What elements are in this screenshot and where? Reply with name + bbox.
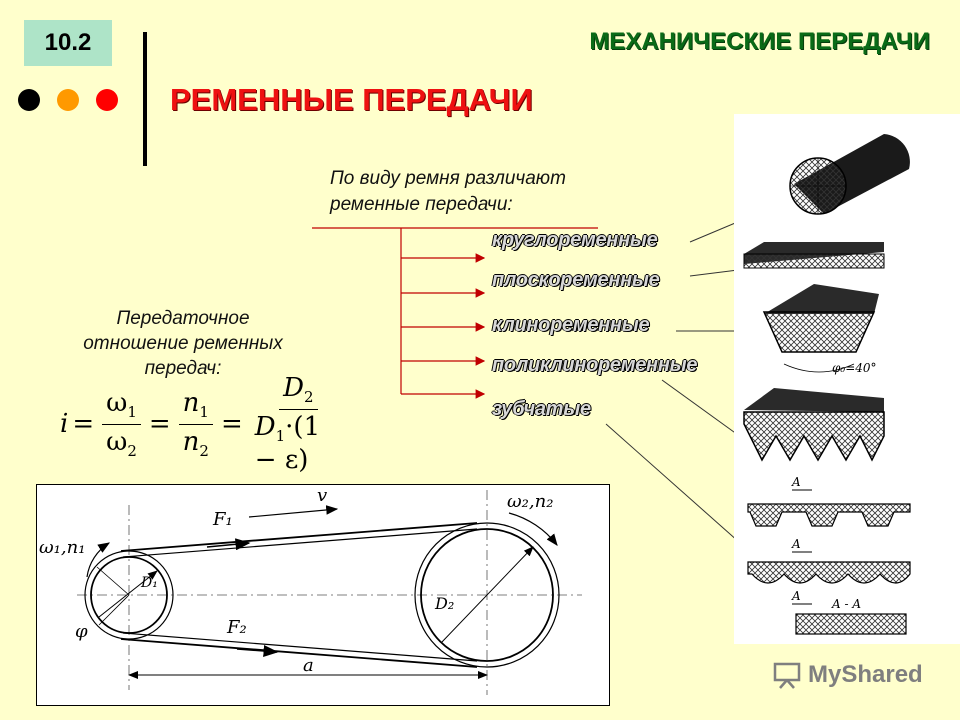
label-D2: D₂ bbox=[434, 594, 454, 613]
n2: n bbox=[182, 426, 200, 457]
belt-type-flat: плоскоременные bbox=[492, 269, 660, 291]
belt-sections-drawing: φ₀=40° A A A A - A bbox=[743, 134, 911, 635]
ratio-line-1: Передаточное bbox=[116, 308, 250, 329]
d-fraction: D2 D1·(1 − ε) bbox=[251, 373, 346, 474]
sub-1b: 1 bbox=[199, 403, 209, 422]
v-belt bbox=[764, 284, 879, 314]
red-dot-icon bbox=[96, 89, 118, 111]
D1: D bbox=[254, 411, 276, 442]
toothed-belt-2 bbox=[747, 561, 911, 584]
section-aa bbox=[795, 613, 907, 635]
label-w1n1: ω₁,n₁ bbox=[39, 537, 85, 558]
belt-section-pictures: φ₀=40° A A A A - A bbox=[734, 114, 960, 644]
section-mark-3: A bbox=[791, 589, 801, 603]
omega-fraction: ω1 ω2 bbox=[102, 388, 141, 460]
slide-number-badge: 10.2 bbox=[24, 20, 112, 66]
ratio-line-3: передач: bbox=[144, 358, 222, 379]
sub-1c: 1 bbox=[275, 426, 286, 445]
toothed-belt-1 bbox=[747, 503, 911, 527]
black-dot-icon bbox=[18, 89, 40, 111]
belt-drive-drawing: ω₁,n₁ ω₂,n₂ v F₁ F₂ D₁ D₂ φ a bbox=[39, 485, 582, 695]
large-pulley bbox=[420, 528, 554, 662]
section-title: МЕХАНИЧЕСКИЕ ПЕРЕДАЧИ bbox=[589, 28, 930, 55]
omega2: ω bbox=[106, 426, 128, 457]
belt-type-poly-v: поликлиноременные bbox=[492, 354, 698, 376]
v-belt-angle: φ₀=40° bbox=[832, 361, 877, 375]
label-F2: F₂ bbox=[226, 617, 247, 638]
section-aa-label: A - A bbox=[831, 597, 861, 611]
n1: n bbox=[182, 388, 200, 419]
gear-ratio-formula: i = ω1 ω2 = n1 n2 = D2 D1·(1 − ε) bbox=[60, 373, 350, 474]
intro-line-1: По виду ремня различают bbox=[330, 168, 566, 189]
sub-1: 1 bbox=[127, 403, 137, 422]
orange-dot-icon bbox=[57, 89, 79, 111]
section-mark-2: A bbox=[791, 537, 801, 551]
omega1: ω bbox=[106, 388, 128, 419]
myshared-logo: MyShared bbox=[772, 656, 932, 694]
sub-2c: 2 bbox=[304, 388, 314, 407]
logo-text: MyShared bbox=[808, 661, 923, 688]
belt-types-intro: По виду ремня различают ременные передач… bbox=[330, 166, 566, 218]
sub-2b: 2 bbox=[199, 441, 209, 460]
label-v: v bbox=[317, 485, 327, 506]
equals-sign-3: = bbox=[220, 409, 243, 439]
label-w2n2: ω₂,n₂ bbox=[507, 491, 553, 512]
label-a: a bbox=[303, 655, 314, 676]
sub-2: 2 bbox=[127, 441, 137, 460]
belt-type-toothed: зубчатые bbox=[492, 398, 591, 420]
slip-term: ·(1 − ε) bbox=[254, 411, 321, 475]
label-D1: D₁ bbox=[140, 575, 158, 591]
label-F1: F₁ bbox=[212, 509, 233, 530]
page-title: РЕМЕННЫЕ ПЕРЕДАЧИ bbox=[170, 82, 533, 117]
presentation-board-icon bbox=[773, 662, 801, 689]
D2: D bbox=[283, 373, 305, 404]
formula-i: i bbox=[60, 409, 69, 439]
intro-line-2: ременные передачи: bbox=[330, 194, 513, 215]
poly-v-belt bbox=[744, 388, 884, 412]
equals-sign: = bbox=[72, 409, 95, 439]
section-mark-1: A bbox=[791, 475, 801, 489]
equals-sign-2: = bbox=[148, 409, 171, 439]
belt-drive-diagram: ω₁,n₁ ω₂,n₂ v F₁ F₂ D₁ D₂ φ a bbox=[36, 484, 610, 706]
belt-type-round: круглоременные bbox=[492, 229, 658, 251]
n-fraction: n1 n2 bbox=[178, 388, 213, 460]
belt-type-v: клиноременные bbox=[492, 314, 650, 336]
ratio-line-2: отношение ременных bbox=[83, 333, 283, 354]
vertical-divider bbox=[143, 32, 147, 166]
ratio-caption: Передаточное отношение ременных передач: bbox=[40, 306, 326, 381]
label-phi: φ bbox=[75, 621, 88, 642]
